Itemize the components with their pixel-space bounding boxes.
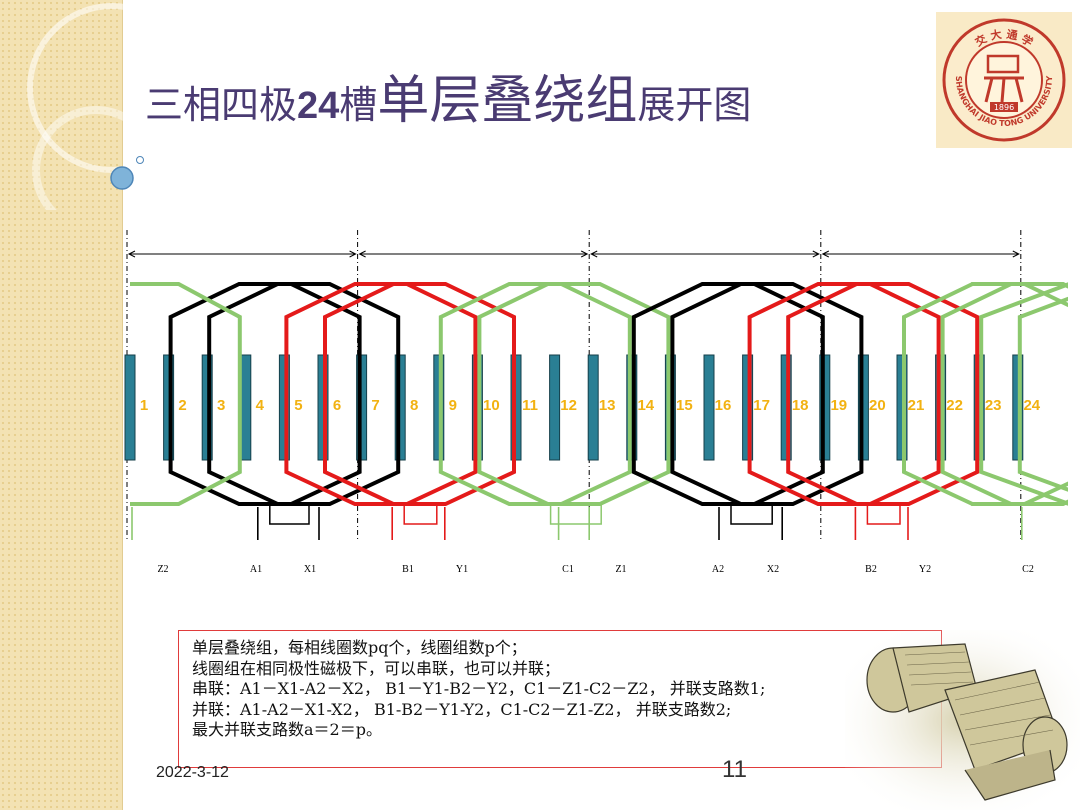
note-line: 线圈组在相同极性磁极下，可以串联，也可以并联； (192, 658, 561, 678)
terminal-label: B2 (865, 564, 877, 575)
footer-date: 2022-3-12 (156, 764, 229, 781)
slot-number: 13 (599, 397, 616, 414)
terminal-label: B1 (402, 564, 414, 575)
decorative-sidebar (0, 0, 123, 810)
coil-outline (971, 282, 1024, 506)
coil-outline (130, 282, 242, 506)
slot-number: 22 (946, 397, 963, 414)
university-logo: 交 大 通 学 SHANGHAI JIAO TONG UNIVERSITY 18… (936, 12, 1072, 148)
terminal-label: C2 (1022, 564, 1034, 575)
coil-outline (631, 282, 825, 506)
coil-outline (284, 282, 478, 506)
arrow-left-icon (127, 250, 136, 258)
slot-number: 19 (830, 397, 847, 414)
coil-outline (940, 282, 1068, 506)
slot-bar (549, 354, 561, 461)
note-line: 单层叠绕组，每相线圈数pq个，线圈组数p个； (192, 638, 527, 657)
motor-gearbox-image (845, 630, 1080, 810)
slot-bar (240, 354, 252, 461)
coil-outline (902, 282, 1068, 506)
coil-outline (747, 282, 941, 506)
end-connection (403, 502, 438, 525)
slot-bar (587, 354, 599, 461)
terminal-labels: Z2 A1 X1 B1 Y1 C1 Z1 A2 X2 B2 Y2 C2 (157, 564, 1033, 575)
slot-bar (124, 354, 136, 461)
slot-number: 14 (637, 397, 654, 414)
slot-number: 23 (985, 397, 1002, 414)
terminal-label: A1 (250, 564, 262, 575)
coil-outline (438, 282, 632, 506)
coil-outline (168, 282, 362, 506)
coil-outline (477, 282, 671, 506)
end-connection (549, 502, 602, 525)
terminal-label: X2 (767, 564, 779, 575)
slot-number: 18 (792, 397, 809, 414)
logo-top-text: 交 大 通 学 (972, 27, 1035, 49)
arrow-right-icon (580, 250, 589, 258)
page-number: 11 (722, 756, 747, 783)
terminal-label: C1 (562, 564, 574, 575)
slot-number: 2 (178, 397, 186, 414)
decorative-rings (27, 3, 160, 210)
slot-number: 1 (140, 397, 148, 414)
coil-outline (670, 282, 864, 506)
slot-number: 16 (715, 397, 732, 414)
title-part: 24 (297, 85, 340, 127)
terminal-label: Z2 (157, 564, 168, 575)
slot-number: 15 (676, 397, 693, 414)
terminal-label: X1 (304, 564, 316, 575)
terminal-label: Y1 (456, 564, 468, 575)
slot-number: 8 (410, 397, 418, 414)
end-connection (269, 502, 310, 525)
title-part: 单层叠绕组 (377, 71, 638, 131)
slot-number: 10 (483, 397, 500, 414)
coil-groups (130, 282, 1068, 506)
slot-number: 11 (522, 397, 538, 414)
arrow-right-icon (812, 250, 820, 258)
terminal-label: Z1 (615, 564, 626, 575)
slot-number: 4 (256, 397, 265, 414)
note-line: 并联：A1-A2－X1-X2， B1-B2－Y1-Y2，C1-C2－Z1-Z2，… (192, 699, 732, 719)
note-line: 串联：A1－X1-A2－X2， B1－Y1-B2－Y2，C1－Z1-C2－Z2，… (192, 679, 766, 698)
arrow-left-icon (821, 250, 830, 258)
slot-number: 21 (908, 397, 925, 414)
slot-bar (703, 354, 715, 461)
arrow-right-icon (1012, 250, 1020, 258)
title-part: 槽 (339, 83, 378, 127)
logo-year: 1896 (994, 103, 1014, 112)
terminal-leads (131, 502, 1023, 540)
explanation-box: 单层叠绕组，每相线圈数pq个，线圈组数p个； 线圈组在相同极性磁极下，可以串联，… (178, 630, 942, 768)
terminal-label: A2 (712, 564, 724, 575)
slot-number: 6 (333, 397, 341, 414)
title-part: 三相四极 (145, 83, 298, 127)
svg-text:交 大 通 学: 交 大 通 学 (972, 27, 1035, 49)
slot-number: 12 (560, 397, 577, 414)
slide-title: 三相四极24槽单层叠绕组展开图 (145, 58, 751, 133)
slot-number: 17 (753, 397, 770, 414)
terminal-label: Y2 (919, 564, 931, 575)
end-connection (730, 502, 773, 525)
coil-outline (786, 282, 980, 506)
slot-number: 3 (217, 397, 225, 414)
slot-number: 7 (371, 397, 379, 414)
end-connection (866, 502, 901, 525)
slot-number: 5 (294, 397, 302, 414)
title-part: 展开图 (637, 83, 752, 127)
coil-outline (323, 282, 516, 506)
arrow-right-icon (349, 250, 357, 258)
note-line: 最大并联支路数a＝2＝p。 (192, 720, 382, 739)
coil-outline (979, 282, 1068, 506)
arrow-left-icon (590, 250, 598, 258)
coil-outline (1017, 296, 1068, 492)
slot-number: 24 (1023, 397, 1040, 414)
arrow-left-icon (358, 250, 366, 258)
coil-outline (207, 282, 401, 506)
slot-number: 20 (869, 397, 886, 414)
slot-number: 9 (449, 397, 457, 414)
